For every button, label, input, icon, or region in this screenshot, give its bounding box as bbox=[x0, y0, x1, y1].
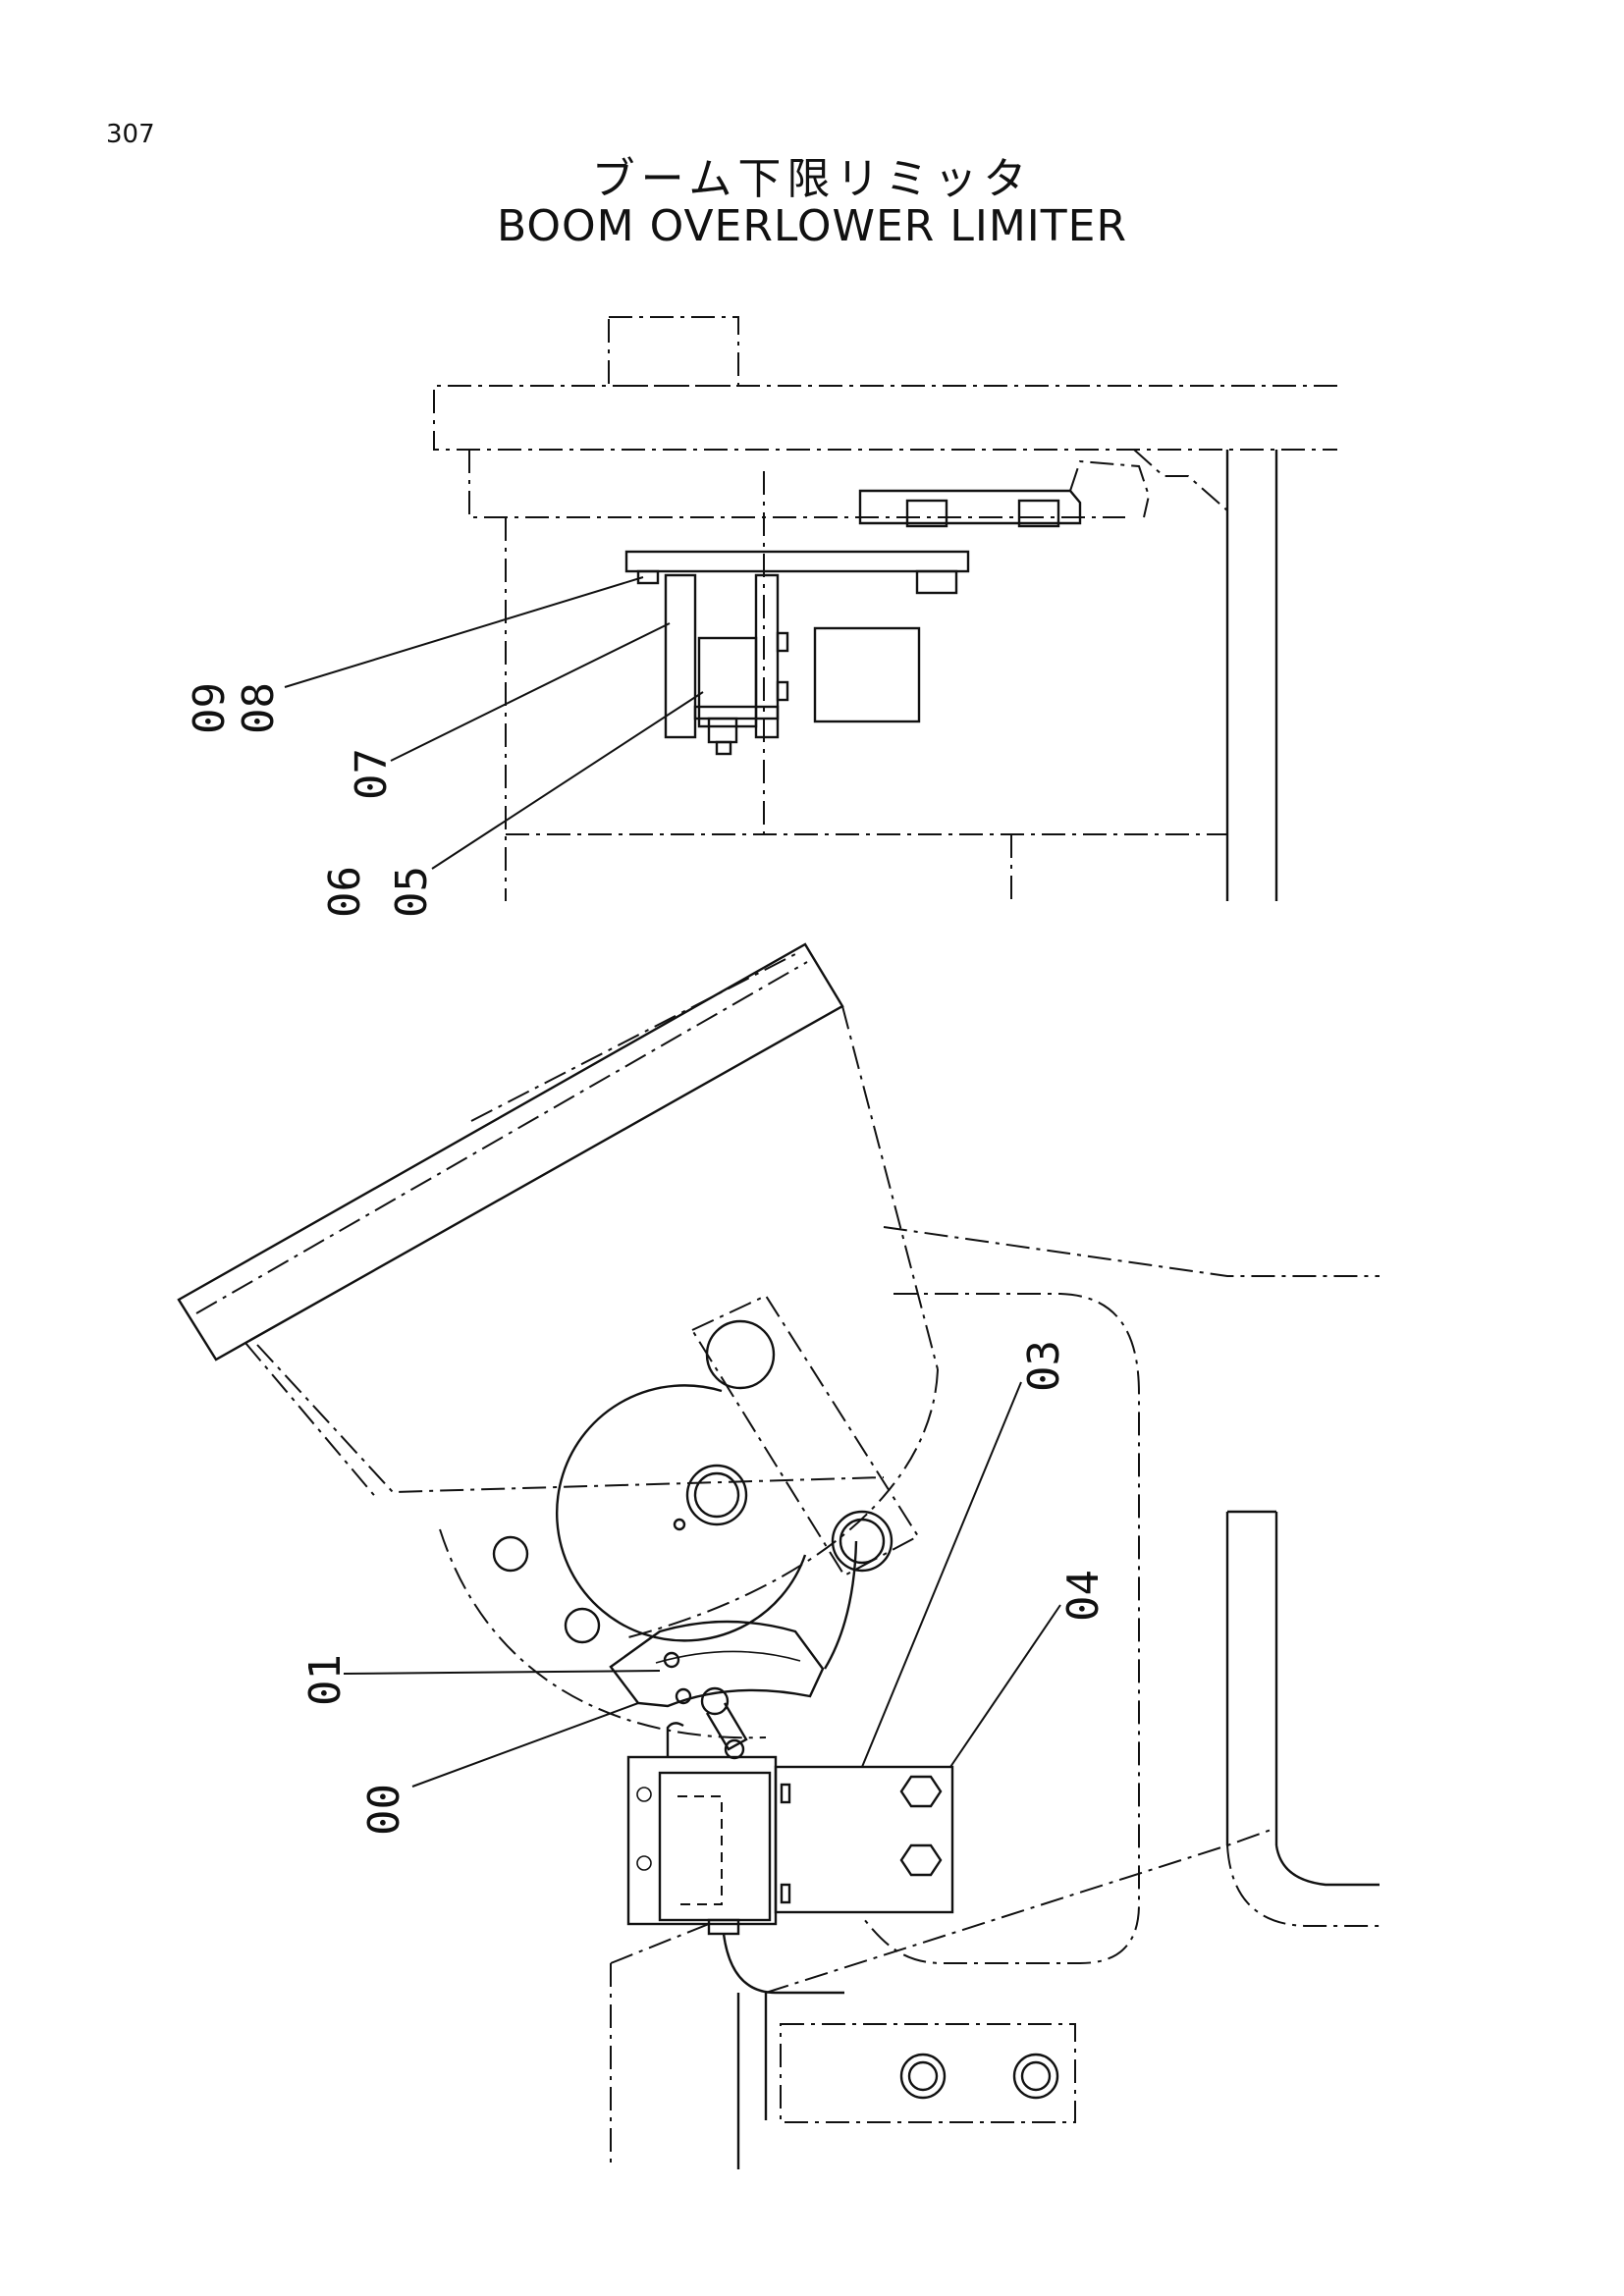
leader-08 bbox=[284, 576, 644, 688]
pivot-boss-outer bbox=[685, 1464, 748, 1526]
lower-bolt-1-inner bbox=[907, 2060, 939, 2092]
cam-bolt-1 bbox=[663, 1651, 680, 1669]
stud-2 bbox=[780, 1883, 791, 1904]
upper-bracket bbox=[858, 489, 1082, 525]
frame-lower-edge bbox=[468, 450, 1125, 518]
leader-07 bbox=[390, 622, 671, 762]
top-boss-outline bbox=[608, 316, 739, 387]
plate-nut bbox=[915, 569, 958, 595]
hex-bolt-04-lower bbox=[899, 1843, 943, 1877]
lower-view: 03 04 01 00 bbox=[177, 942, 1380, 2169]
title-japanese: ブーム下限リミッタ bbox=[591, 154, 1033, 204]
top-view: 09 08 07 06 05 bbox=[185, 316, 1337, 918]
lower-diagonal bbox=[765, 1827, 1277, 1994]
boom-inner-line bbox=[470, 953, 796, 1122]
cam-plate-07 bbox=[664, 573, 697, 739]
rail-curve bbox=[1274, 1844, 1380, 1887]
title-english: BOOM OVERLOWER LIMITER bbox=[496, 201, 1128, 251]
switch-body-05 bbox=[697, 636, 758, 728]
side-stud-lower bbox=[776, 680, 789, 702]
callout-08: 08 bbox=[234, 682, 284, 734]
page-number: 307 bbox=[106, 120, 155, 149]
lower-bolt-2-inner bbox=[1020, 2060, 1052, 2092]
cam-bolt-2 bbox=[675, 1687, 692, 1705]
component-box bbox=[813, 626, 921, 723]
connector bbox=[707, 1918, 740, 1936]
pivot-pin bbox=[673, 1518, 686, 1531]
bracket-hole-1 bbox=[636, 1787, 652, 1802]
switch-base bbox=[693, 705, 780, 721]
cam-slot bbox=[655, 1650, 801, 1664]
upper-frame-outline bbox=[433, 385, 1337, 451]
roller bbox=[700, 1686, 730, 1716]
rail-curve-phantom bbox=[1226, 1844, 1380, 1927]
callout-06: 06 bbox=[320, 866, 370, 918]
side-stud-upper bbox=[776, 631, 789, 653]
leader-04 bbox=[949, 1604, 1061, 1768]
hex-bolt-04-upper bbox=[899, 1775, 943, 1808]
boom-right-edge bbox=[841, 1005, 939, 1370]
switch-bracket bbox=[626, 1755, 778, 1926]
plunger bbox=[707, 717, 738, 744]
bracket-phantom bbox=[1069, 459, 1151, 518]
callout-01: 01 bbox=[300, 1654, 351, 1706]
bracket-hole-2 bbox=[636, 1855, 652, 1871]
leader-03 bbox=[861, 1381, 1022, 1768]
switch-hidden-lines bbox=[677, 1795, 723, 1905]
boom-lower-edge bbox=[256, 1344, 885, 1494]
lower-bolt-1 bbox=[899, 2053, 947, 2100]
plate-bolt-upper bbox=[705, 1319, 776, 1390]
cam-sector-01 bbox=[609, 1620, 825, 1708]
frame-top-line bbox=[883, 1226, 1380, 1277]
mount-plate-03 bbox=[774, 1765, 954, 1914]
bolt-09 bbox=[636, 569, 660, 585]
leader-00 bbox=[411, 1702, 639, 1788]
connector-phantom bbox=[610, 1923, 710, 1964]
pivot-disc bbox=[556, 1384, 807, 1642]
boom-hole-2 bbox=[564, 1607, 601, 1644]
lower-bolt-2 bbox=[1012, 2053, 1059, 2100]
plunger-tip bbox=[715, 740, 732, 756]
frame-rounded-outline bbox=[863, 1293, 1140, 1964]
boom-pivot-arc bbox=[627, 1368, 939, 1638]
mounting-plate bbox=[624, 550, 970, 573]
boom-side-line bbox=[244, 1342, 379, 1501]
bracket-side bbox=[754, 573, 780, 739]
upper-nut-right bbox=[1017, 499, 1060, 528]
callout-04: 04 bbox=[1058, 1570, 1109, 1622]
frame-chamfer bbox=[1133, 449, 1228, 511]
upper-nut-left bbox=[905, 499, 948, 528]
callout-09: 09 bbox=[185, 682, 235, 734]
roller-arm bbox=[705, 1702, 748, 1751]
callout-03: 03 bbox=[1019, 1340, 1069, 1392]
boom-hole-1 bbox=[492, 1535, 529, 1573]
callout-00: 00 bbox=[359, 1784, 409, 1836]
callout-07: 07 bbox=[347, 748, 397, 800]
stud-1 bbox=[780, 1783, 791, 1804]
plate-bolt-lower-inner bbox=[839, 1518, 886, 1565]
leader-05 bbox=[431, 691, 704, 870]
callout-05: 05 bbox=[387, 866, 437, 918]
boom-lower-arc bbox=[439, 1528, 767, 1739]
switch-cable-top bbox=[666, 1722, 684, 1757]
boom-top-plate bbox=[177, 942, 844, 1362]
lower-plate bbox=[780, 2023, 1076, 2123]
cable-lower bbox=[722, 1933, 844, 1995]
leader-01 bbox=[343, 1670, 661, 1675]
cable-upper bbox=[823, 1540, 858, 1670]
pivot-boss-inner bbox=[693, 1471, 740, 1519]
slanted-plate bbox=[690, 1294, 920, 1577]
plate-bolt-lower bbox=[831, 1510, 893, 1573]
boom-upper-edge-line bbox=[195, 961, 808, 1314]
limit-switch bbox=[658, 1771, 772, 1922]
